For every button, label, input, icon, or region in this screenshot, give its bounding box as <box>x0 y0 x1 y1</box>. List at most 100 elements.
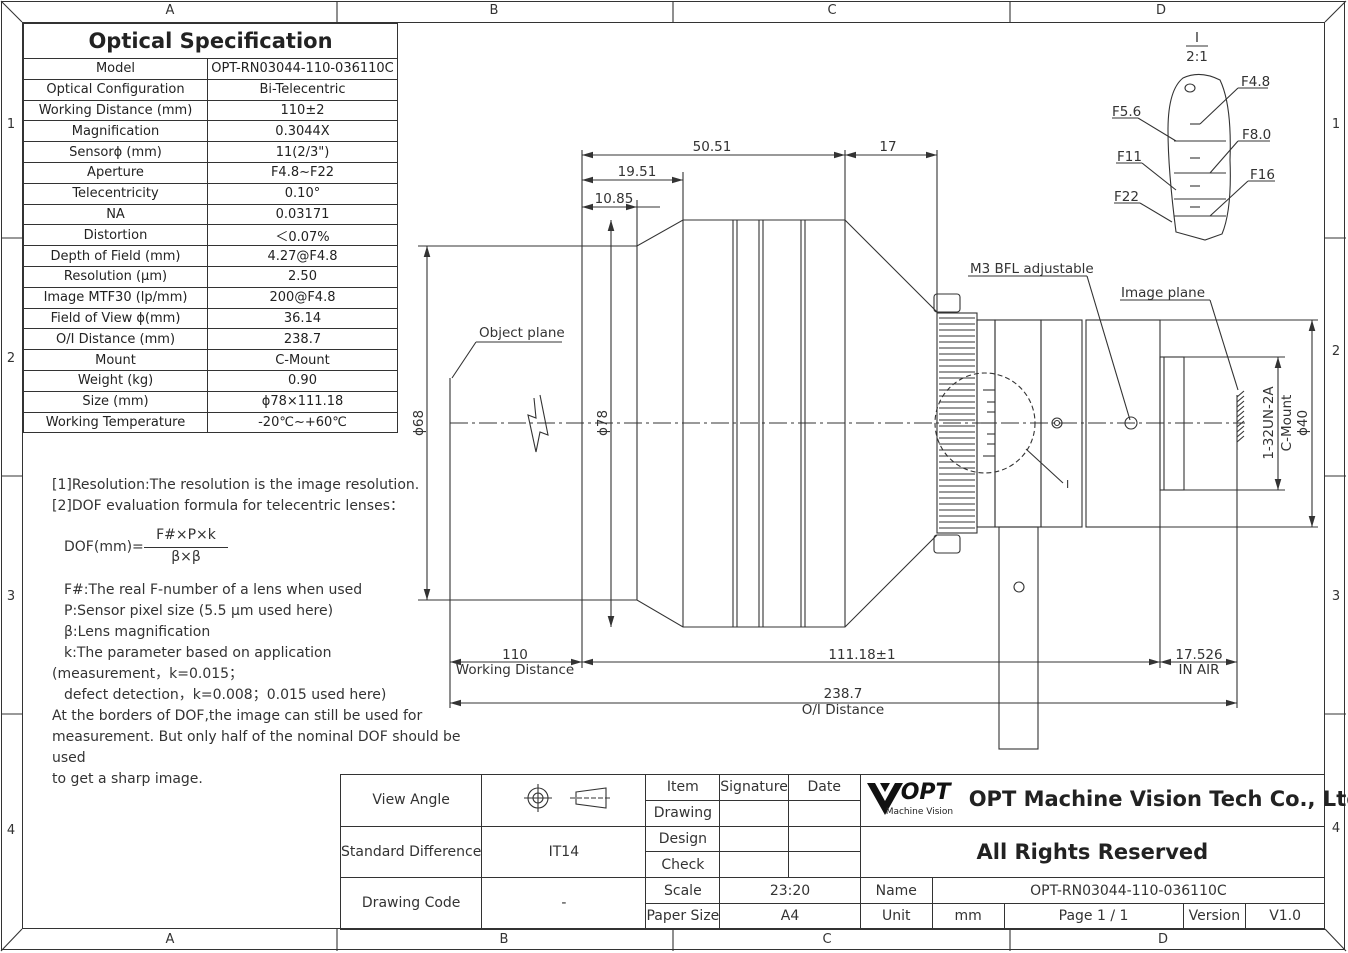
dia-40: ϕ40 <box>1295 410 1311 436</box>
wd-label: Working Distance <box>456 662 574 678</box>
spec-key: Optical Configuration <box>23 78 208 101</box>
wd-value: 110 <box>502 647 528 663</box>
spec-row: Distortion＜0.07% <box>23 224 398 247</box>
check-signature <box>719 851 789 879</box>
zone-col-c-bottom: C <box>822 932 832 947</box>
zone-row-2-right: 2 <box>1331 344 1341 359</box>
spec-row: Weight (kg)0.90 <box>23 369 398 392</box>
dim-19-51: 19.51 <box>618 164 657 180</box>
image-plane-hatch <box>1236 415 1245 423</box>
check-label: Check <box>645 851 721 879</box>
zone-row-1-right: 1 <box>1331 117 1341 132</box>
date-label: Date <box>787 774 861 801</box>
note-k: k:The parameter based on application <box>64 645 332 661</box>
thread-label: 1-32UN-2A <box>1261 386 1277 460</box>
image-plane-hatch <box>1236 420 1245 428</box>
zone-col-b-bottom: B <box>499 932 509 947</box>
ring-mark: I <box>1066 478 1069 491</box>
view-angle-symbol <box>481 774 647 827</box>
bfl-label: M3 BFL adjustable <box>970 261 1094 277</box>
check-date <box>787 851 861 879</box>
note-measurement: (measurement，k=0.015； <box>52 666 244 682</box>
drawing-label: Drawing <box>645 799 721 827</box>
drawing-signature <box>719 799 789 827</box>
zone-row-3-right: 3 <box>1331 589 1341 604</box>
zone-col-c-top: C <box>827 3 837 18</box>
formula-bar <box>144 547 228 548</box>
spec-key: Aperture <box>23 161 208 184</box>
view-angle-label: View Angle <box>339 774 483 827</box>
note-borders-1: At the borders of DOF,the image can stil… <box>52 708 423 724</box>
image-plane-hatch <box>1236 425 1245 433</box>
rights-reserved: All Rights Reserved <box>859 825 1326 879</box>
image-plane-hatch <box>1236 400 1245 408</box>
image-plane-hatch <box>1236 395 1245 403</box>
zone-row-4-left: 4 <box>6 823 16 838</box>
zone-col-a-bottom: A <box>165 932 175 947</box>
detail-scale: 2:1 <box>1186 49 1208 65</box>
note-borders-3: to get a sharp image. <box>52 771 203 787</box>
zone-col-b-top: B <box>489 3 499 18</box>
spec-row: Working Distance (mm)110±2 <box>23 99 398 122</box>
spec-value: 0.3044X <box>207 120 398 143</box>
spec-key: Image MTF30 (lp/mm) <box>23 286 208 309</box>
f-stop-8-0: F8.0 <box>1242 127 1271 143</box>
note-borders-2: measurement. But only half of the nomina… <box>52 729 461 766</box>
zone-col-a-top: A <box>165 3 175 18</box>
paper-size-value: A4 <box>719 902 861 930</box>
formula-numerator: F#×P×k <box>156 527 216 543</box>
design-signature <box>719 825 789 853</box>
scale-label: Scale <box>645 877 721 904</box>
air-value: 17.526 <box>1175 647 1222 663</box>
dia-68: ϕ68 <box>411 410 427 436</box>
image-plane-hatch <box>1236 435 1245 443</box>
name-label: Name <box>859 877 933 904</box>
company-name: OPT Machine Vision Tech Co., Ltd. <box>968 787 1348 812</box>
spec-key: Working Temperature <box>23 411 208 434</box>
cmount-label: C-Mount <box>1279 395 1295 452</box>
opt-logo-subtext: Machine Vision <box>885 807 954 818</box>
design-date <box>787 825 861 853</box>
spec-row: Size (mm)ϕ78×111.18 <box>23 390 398 413</box>
zone-row-1-left: 1 <box>6 117 16 132</box>
drawing-code-value: - <box>481 877 647 930</box>
spec-value: 4.27@F4.8 <box>207 245 398 267</box>
zone-row-2-left: 2 <box>6 351 16 366</box>
f-stop-4-8: F4.8 <box>1241 74 1270 90</box>
image-plane-hatch <box>1236 390 1245 398</box>
detail-label: I <box>1195 30 1199 46</box>
title-block: View Angle Item Signature Date <box>339 774 1348 930</box>
formula-denominator: β×β <box>171 549 201 565</box>
zone-col-d-bottom: D <box>1157 932 1168 947</box>
f-stop-11: F11 <box>1117 149 1142 165</box>
spec-value: F4.8~F22 <box>207 161 398 184</box>
oi-value: 238.7 <box>824 686 863 702</box>
signature-label: Signature <box>719 774 789 801</box>
f-stop-16: F16 <box>1250 167 1275 183</box>
unit-label: Unit <box>859 902 933 930</box>
dim-50-51: 50.51 <box>693 139 732 155</box>
drawing-date <box>787 799 861 827</box>
f-stop-22: F22 <box>1114 189 1139 205</box>
unit-value: mm <box>931 902 1005 930</box>
note-defect: defect detection，k=0.008；0.015 used here… <box>64 687 387 703</box>
f-stop-5-6: F5.6 <box>1112 104 1141 120</box>
version-value: V1.0 <box>1245 902 1325 930</box>
version-label: Version <box>1182 902 1247 930</box>
company-cell: OPT Machine Vision OPT Machine Vision Te… <box>859 774 1348 827</box>
scale-value: 23:20 <box>719 877 861 904</box>
image-plane-label: Image plane <box>1121 285 1205 301</box>
design-label: Design <box>645 825 721 853</box>
spec-value: -20℃~+60℃ <box>207 411 398 434</box>
spec-row: Depth of Field (mm)4.27@F4.8 <box>23 245 398 267</box>
length-value: 111.18±1 <box>828 647 895 663</box>
spec-key: Working Distance (mm) <box>23 99 208 122</box>
dim-10-85: 10.85 <box>595 191 634 207</box>
spec-value: OPT-RN03044-110-036110C <box>207 58 398 80</box>
